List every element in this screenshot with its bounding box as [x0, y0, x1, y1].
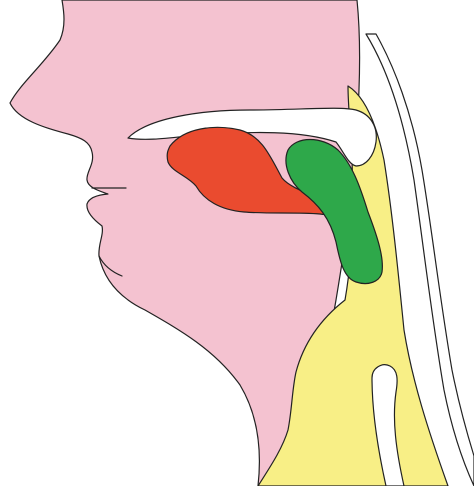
head-section-diagram: [0, 0, 474, 486]
